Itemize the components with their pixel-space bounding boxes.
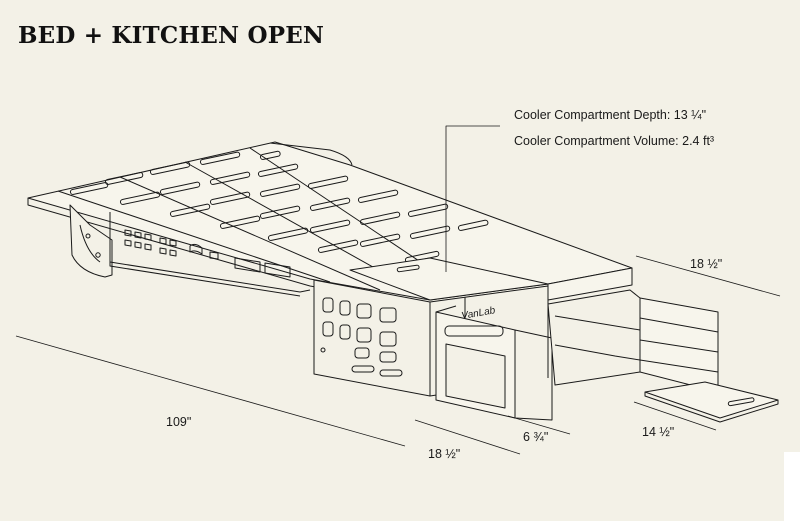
- bed-slots: [69, 150, 489, 263]
- right-kitchen-module: [547, 267, 779, 423]
- kitchen-depth-label: 18 ½": [690, 257, 723, 271]
- left-end-bracket: [69, 204, 113, 278]
- cabinet-depth-label: 18 ½": [428, 447, 461, 461]
- side-rail: [109, 212, 311, 297]
- cooler-volume-callout: Cooler Compartment Volume: 2.4 ft³: [514, 134, 715, 148]
- drawer-depth-label: 6 ¾": [523, 430, 549, 444]
- corner-patch: [784, 452, 800, 521]
- cabinet-vent-slots: [320, 297, 403, 377]
- bed-platform: [27, 141, 633, 308]
- total-length-label: 109": [166, 415, 192, 429]
- slide-out-tray: [644, 381, 779, 423]
- slide-out-length-label: 14 ½": [642, 425, 675, 439]
- cooler-depth-callout: Cooler Compartment Depth: 13 ¼": [514, 108, 707, 122]
- page-title: BED + KITCHEN OPEN: [18, 22, 325, 49]
- kitchen-cabinet: [313, 257, 553, 421]
- dimension-lines: [15, 125, 781, 455]
- cooler-drawer: [435, 305, 553, 421]
